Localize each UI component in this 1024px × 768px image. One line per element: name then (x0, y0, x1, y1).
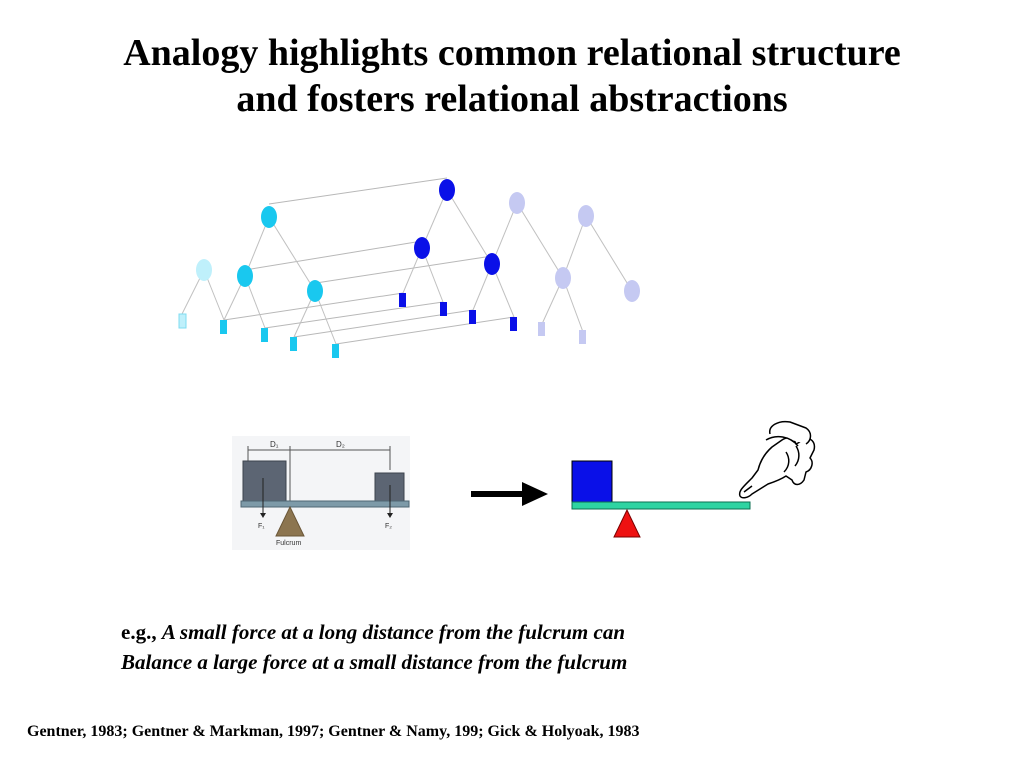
tree-node (307, 280, 323, 302)
tree-node (237, 265, 253, 287)
fulcrum-triangle (275, 505, 305, 537)
caption-line-2: Balance a large force at a small distanc… (121, 650, 628, 674)
dimension-lines (247, 446, 391, 504)
dim-left-label: D₁ (270, 440, 279, 449)
red-fulcrum (613, 508, 641, 538)
tree-leaf (261, 328, 268, 342)
title-line-1: Analogy highlights common relational str… (123, 32, 901, 74)
dim-right-label: D₂ (336, 440, 345, 449)
tree-leaf (510, 317, 517, 331)
tree-leaf (332, 344, 339, 358)
force-arrow-head (387, 513, 393, 518)
blue-block (571, 460, 613, 503)
tree-node (624, 280, 640, 302)
title-line-2: and fosters relational abstractions (236, 78, 788, 120)
structure-mapping-trees (178, 177, 640, 358)
force-left-label: F₁ (258, 523, 265, 530)
force-right-label: F₂ (385, 523, 392, 530)
slide-title: Analogy highlights common relational str… (0, 30, 1024, 122)
tree-node (578, 205, 594, 227)
abstract-lever (571, 420, 816, 538)
tree-leaf (538, 322, 545, 336)
tree-node (261, 206, 277, 228)
tree-node (196, 259, 212, 281)
large-weight-block (242, 460, 287, 502)
example-caption: e.g., A small force at a long distance f… (121, 617, 627, 677)
tree-node (484, 253, 500, 275)
tree-leaf (178, 313, 187, 329)
tree-leaf (220, 320, 227, 334)
tree-node (414, 237, 430, 259)
tree-leaf (399, 293, 406, 307)
force-arrows (262, 478, 391, 516)
tree-leaf (469, 310, 476, 324)
teal-beam (571, 501, 751, 510)
tree-node (439, 179, 455, 201)
tree-leaf (440, 302, 447, 316)
pointing-hand-icon (738, 420, 816, 499)
caption-prefix: e.g., (121, 620, 162, 644)
tree-node (509, 192, 525, 214)
fulcrum-label: Fulcrum (276, 540, 301, 547)
lever-figure: D₁ D₂ F₁ F₂ Fulcrum (232, 436, 410, 550)
tree-leaf (579, 330, 586, 344)
tree-node (555, 267, 571, 289)
lever-beam (240, 500, 410, 508)
caption-line-1: e.g., A small force at a long distance f… (121, 617, 627, 647)
caption-line-1-text: A small force at a long distance from th… (161, 620, 626, 644)
right-arrow-icon (471, 482, 548, 506)
tree-edges (181, 189, 633, 345)
force-arrow-head (260, 513, 266, 518)
tree-leaf (290, 337, 297, 351)
citation: Gentner, 1983; Gentner & Markman, 1997; … (27, 723, 640, 740)
